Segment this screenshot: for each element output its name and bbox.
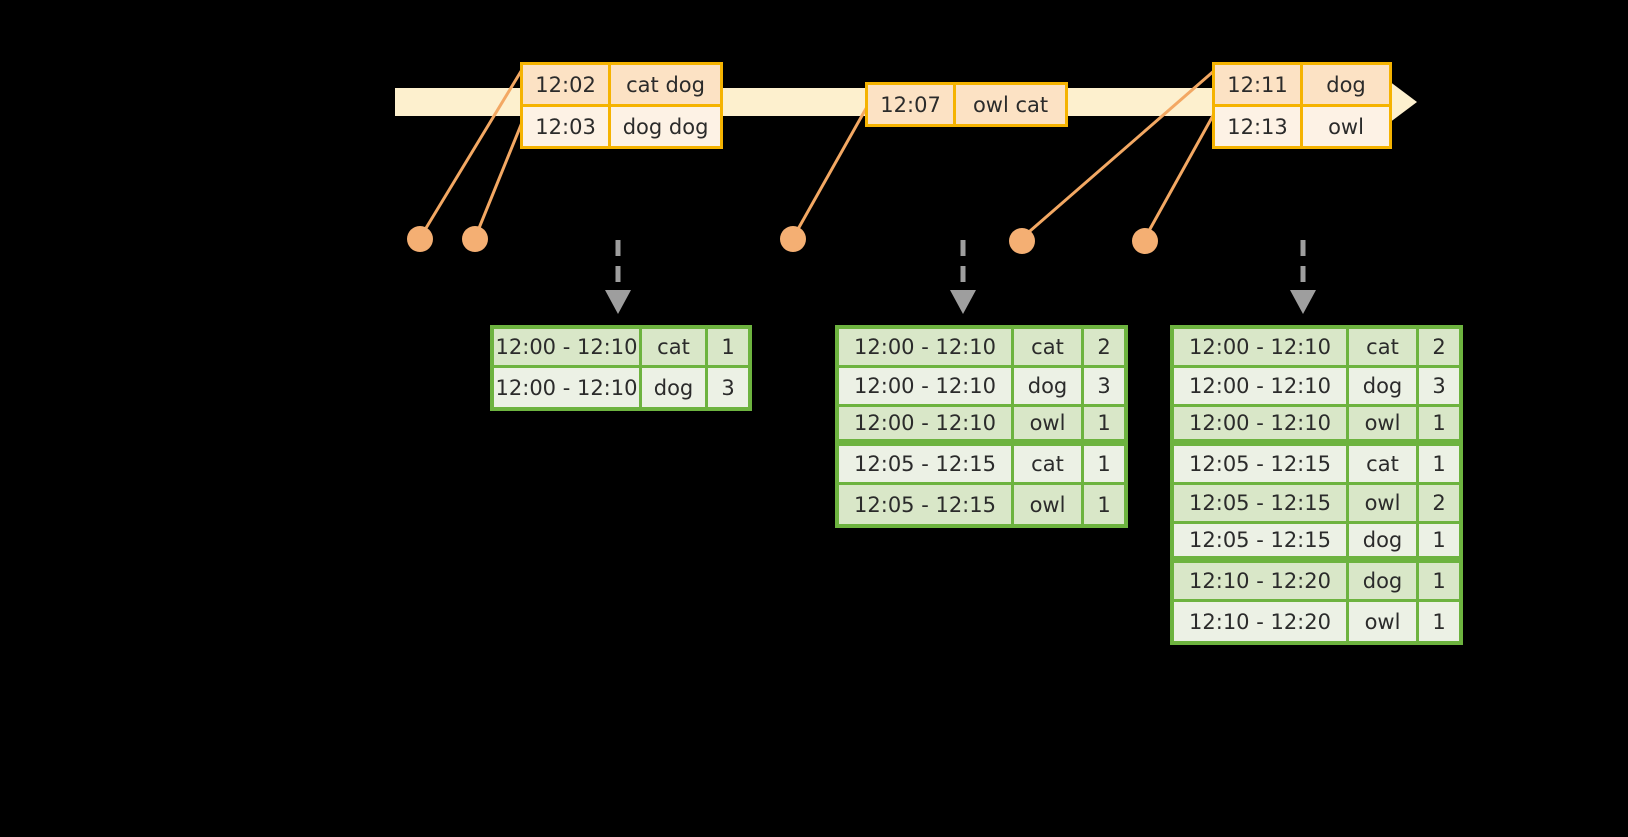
key-cell: cat [1014, 329, 1084, 368]
key-cell: dog [1349, 524, 1419, 563]
cell-divider [1300, 107, 1303, 146]
count-cell: 2 [1419, 329, 1459, 368]
cell-divider [953, 85, 957, 124]
window-cell: 12:00 - 12:10 [494, 368, 642, 407]
key-cell: cat [642, 329, 708, 368]
key-cell: owl [1014, 407, 1084, 446]
key-cell: dog [1349, 368, 1419, 407]
window-cell: 12:00 - 12:10 [839, 329, 1014, 368]
key-cell: dog [1014, 368, 1084, 407]
event-dot [780, 226, 806, 252]
count-cell: 3 [708, 368, 748, 407]
event-words: owl [1302, 107, 1389, 146]
flow-arrow-down-icon [950, 240, 976, 314]
event-dot [1009, 228, 1035, 254]
event-words: owl cat [956, 85, 1065, 124]
event-row: 12:11 dog [1215, 65, 1389, 104]
window-cell: 12:00 - 12:10 [839, 368, 1014, 407]
count-cell: 1 [1084, 407, 1124, 446]
count-cell: 2 [1084, 329, 1124, 368]
window-cell: 12:05 - 12:15 [1174, 485, 1349, 524]
event-words: dog [1302, 65, 1389, 104]
window-cell: 12:00 - 12:10 [1174, 368, 1349, 407]
event-box-2: 12:07 owl cat [865, 82, 1068, 127]
count-cell: 1 [1419, 524, 1459, 563]
event-time: 12:13 [1215, 107, 1301, 146]
window-cell: 12:05 - 12:15 [839, 485, 1014, 524]
cell-divider [608, 65, 612, 104]
event-row: 12:13 owl [1215, 104, 1389, 146]
key-cell: owl [1349, 485, 1419, 524]
event-words: cat dog [611, 65, 720, 104]
count-cell: 1 [1419, 446, 1459, 485]
event-words: dog dog [611, 107, 720, 146]
window-cell: 12:05 - 12:15 [839, 446, 1014, 485]
window-cell: 12:05 - 12:15 [1174, 524, 1349, 563]
event-time: 12:03 [523, 107, 609, 146]
event-dot [1132, 228, 1158, 254]
key-cell: owl [1014, 485, 1084, 524]
key-cell: dog [642, 368, 708, 407]
count-cell: 1 [1419, 563, 1459, 602]
event-time: 12:02 [523, 65, 609, 104]
key-cell: cat [1349, 446, 1419, 485]
window-cell: 12:00 - 12:10 [1174, 407, 1349, 446]
count-cell: 1 [1084, 446, 1124, 485]
count-cell: 1 [1419, 407, 1459, 446]
event-row: 12:03 dog dog [523, 104, 720, 146]
event-row: 12:02 cat dog [523, 65, 720, 104]
key-cell: cat [1349, 329, 1419, 368]
key-cell: cat [1014, 446, 1084, 485]
window-cell: 12:00 - 12:10 [839, 407, 1014, 446]
flow-arrow-down-icon [1290, 240, 1316, 314]
count-cell: 1 [1419, 602, 1459, 641]
event-time: 12:07 [868, 85, 954, 124]
key-cell: dog [1349, 563, 1419, 602]
window-cell: 12:10 - 12:20 [1174, 602, 1349, 641]
count-cell: 1 [708, 329, 748, 368]
count-cell: 2 [1419, 485, 1459, 524]
event-box-3: 12:11 dog 12:13 owl [1212, 62, 1392, 149]
count-cell: 3 [1084, 368, 1124, 407]
window-cell: 12:10 - 12:20 [1174, 563, 1349, 602]
cell-divider [1300, 65, 1303, 104]
window-cell: 12:00 - 12:10 [1174, 329, 1349, 368]
event-time: 12:11 [1215, 65, 1301, 104]
key-cell: owl [1349, 407, 1419, 446]
event-dot [407, 226, 433, 252]
event-row: 12:07 owl cat [868, 85, 1065, 124]
count-cell: 1 [1084, 485, 1124, 524]
cell-divider [608, 107, 612, 146]
count-cell: 3 [1419, 368, 1459, 407]
flow-arrow-down-icon [605, 240, 631, 314]
event-box-1: 12:02 cat dog 12:03 dog dog [520, 62, 723, 149]
event-dot [462, 226, 488, 252]
window-cell: 12:00 - 12:10 [494, 329, 642, 368]
window-cell: 12:05 - 12:15 [1174, 446, 1349, 485]
key-cell: owl [1349, 602, 1419, 641]
